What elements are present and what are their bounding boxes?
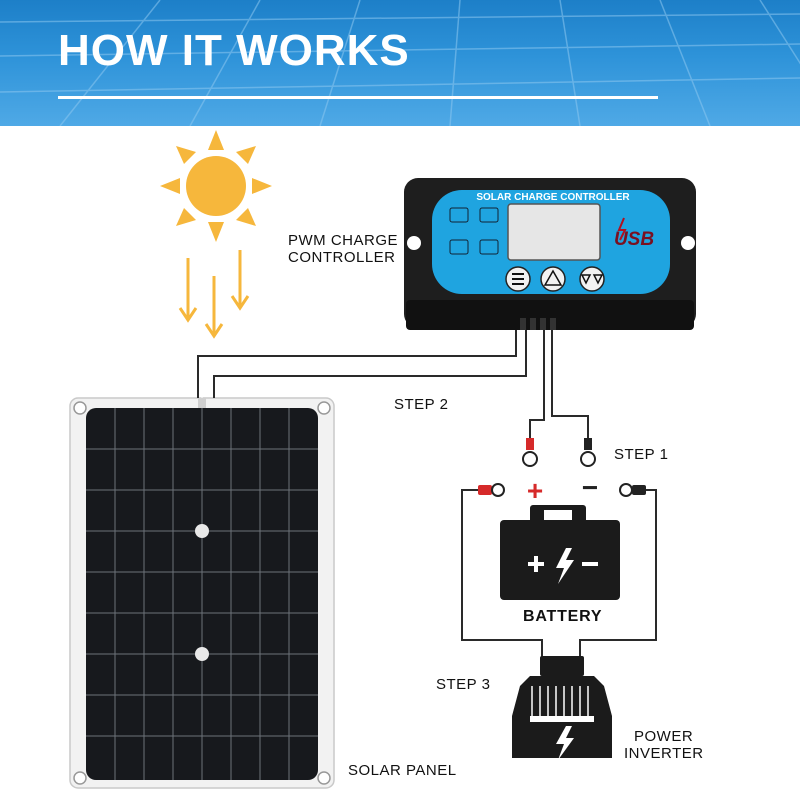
down-button [579,266,605,292]
up-arrow-icon [543,269,563,286]
lightning-icon [617,217,627,241]
controller-panel-title: SOLAR CHARGE CONTROLLER [476,192,630,203]
inverter-icon [512,656,612,760]
inverter-label-line2: INVERTER [624,745,704,762]
controller-usb-text: USB [614,229,654,250]
inverter-lightning-icon [556,726,574,760]
inverter-label-line1: POWER [634,728,694,745]
solar-panel-background [0,0,800,126]
inverter-wires [461,489,657,660]
battery-terminals: + − [478,472,646,506]
ring-terminals [522,438,596,467]
battery-plus-sign: + [527,475,543,506]
solar-panel [69,397,335,789]
controller-label-line1: PWM CHARGE [288,232,398,249]
battery-minus-sign: − [582,472,598,503]
page-title: HOW IT WORKS [58,26,410,75]
battery-label: BATTERY [523,608,603,625]
header-banner: HOW IT WORKS [0,0,800,126]
step-1-label: STEP 1 [614,446,669,463]
title-underline [58,96,658,99]
step-3-label: STEP 3 [436,676,491,693]
solar-panel-label: SOLAR PANEL [348,762,457,779]
solar-wires [197,330,527,398]
battery-wires [529,330,589,440]
sun-icon [160,130,272,242]
double-down-icon [580,274,604,285]
menu-icon [512,273,524,285]
controller-label-line2: CONTROLLER [288,249,396,266]
lcd-screen [507,203,601,261]
battery-lightning-icon [556,548,574,584]
charge-controller: SOLAR CHARGE CONTROLLER USB [404,178,696,330]
battery-icon [500,505,620,600]
step-2-label: STEP 2 [394,396,449,413]
down-arrow-icon [178,250,250,339]
